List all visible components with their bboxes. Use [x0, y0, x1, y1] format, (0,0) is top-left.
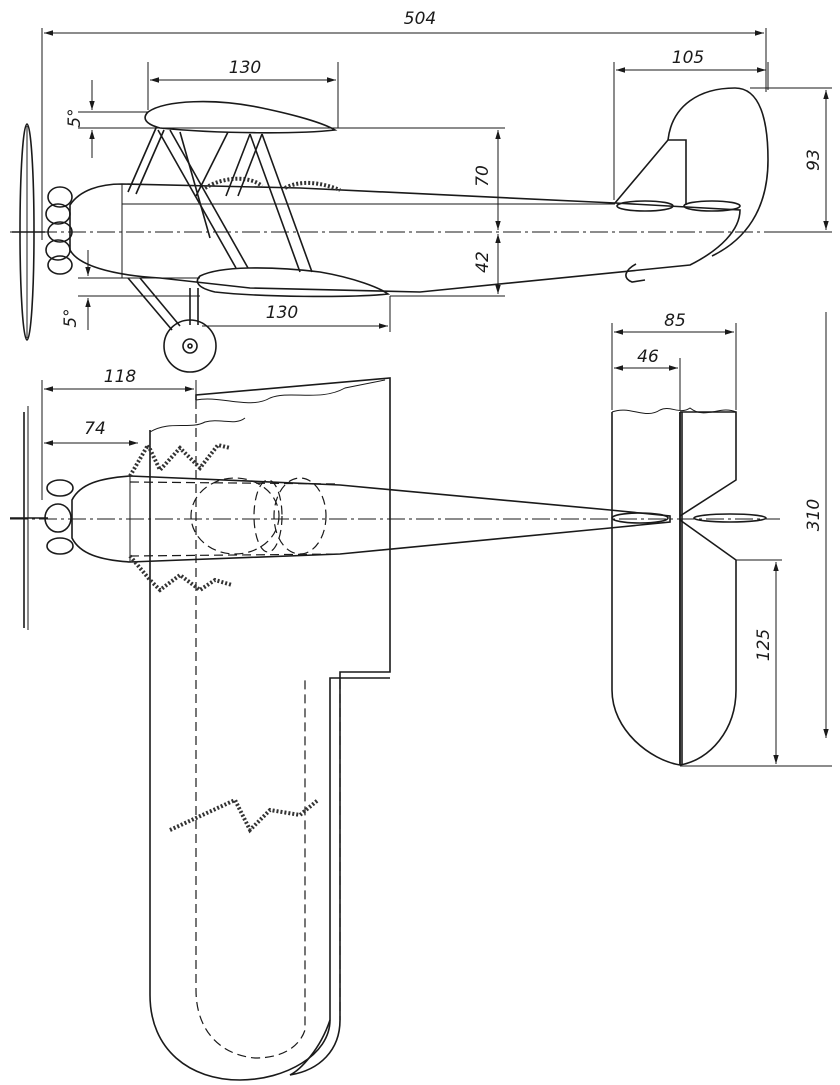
side-view: 504	[10, 9, 832, 373]
lower-gap-label: 42	[473, 251, 493, 273]
side-struts	[127, 127, 313, 273]
upper-wing-chord-label: 130	[229, 58, 261, 78]
nose-to-wing-label: 118	[104, 367, 137, 387]
lower-incidence-label: 5°	[61, 308, 81, 327]
plan-fuselage	[71, 475, 671, 563]
elevator-chord-label: 46	[637, 347, 659, 367]
tail-span-label: 310	[804, 499, 824, 531]
fin-chord-label: 105	[672, 48, 704, 68]
side-lower-wing	[196, 267, 391, 298]
plan-view: 118 74	[10, 311, 832, 1081]
overall-length-label: 504	[404, 9, 436, 29]
side-fin-rudder	[614, 87, 769, 257]
upper-gap-label: 70	[473, 165, 493, 187]
nose-to-cowl-label: 74	[84, 419, 106, 439]
plan-tailplane	[611, 407, 767, 766]
tail-half-label: 125	[754, 629, 774, 661]
plan-cockpits	[190, 477, 327, 555]
lower-wing-chord-label: 130	[266, 303, 298, 323]
tailplane-chord-label: 85	[664, 311, 686, 331]
upper-incidence-label: 5°	[65, 108, 85, 127]
side-upper-wing	[144, 100, 338, 134]
side-landing-gear	[127, 277, 217, 373]
plan-lower-wing	[149, 430, 390, 1081]
side-fuselage	[69, 183, 741, 293]
side-engine	[45, 186, 73, 275]
fin-height-label: 93	[804, 149, 824, 171]
side-tail-skid	[625, 263, 646, 283]
plan-engine	[44, 479, 74, 555]
